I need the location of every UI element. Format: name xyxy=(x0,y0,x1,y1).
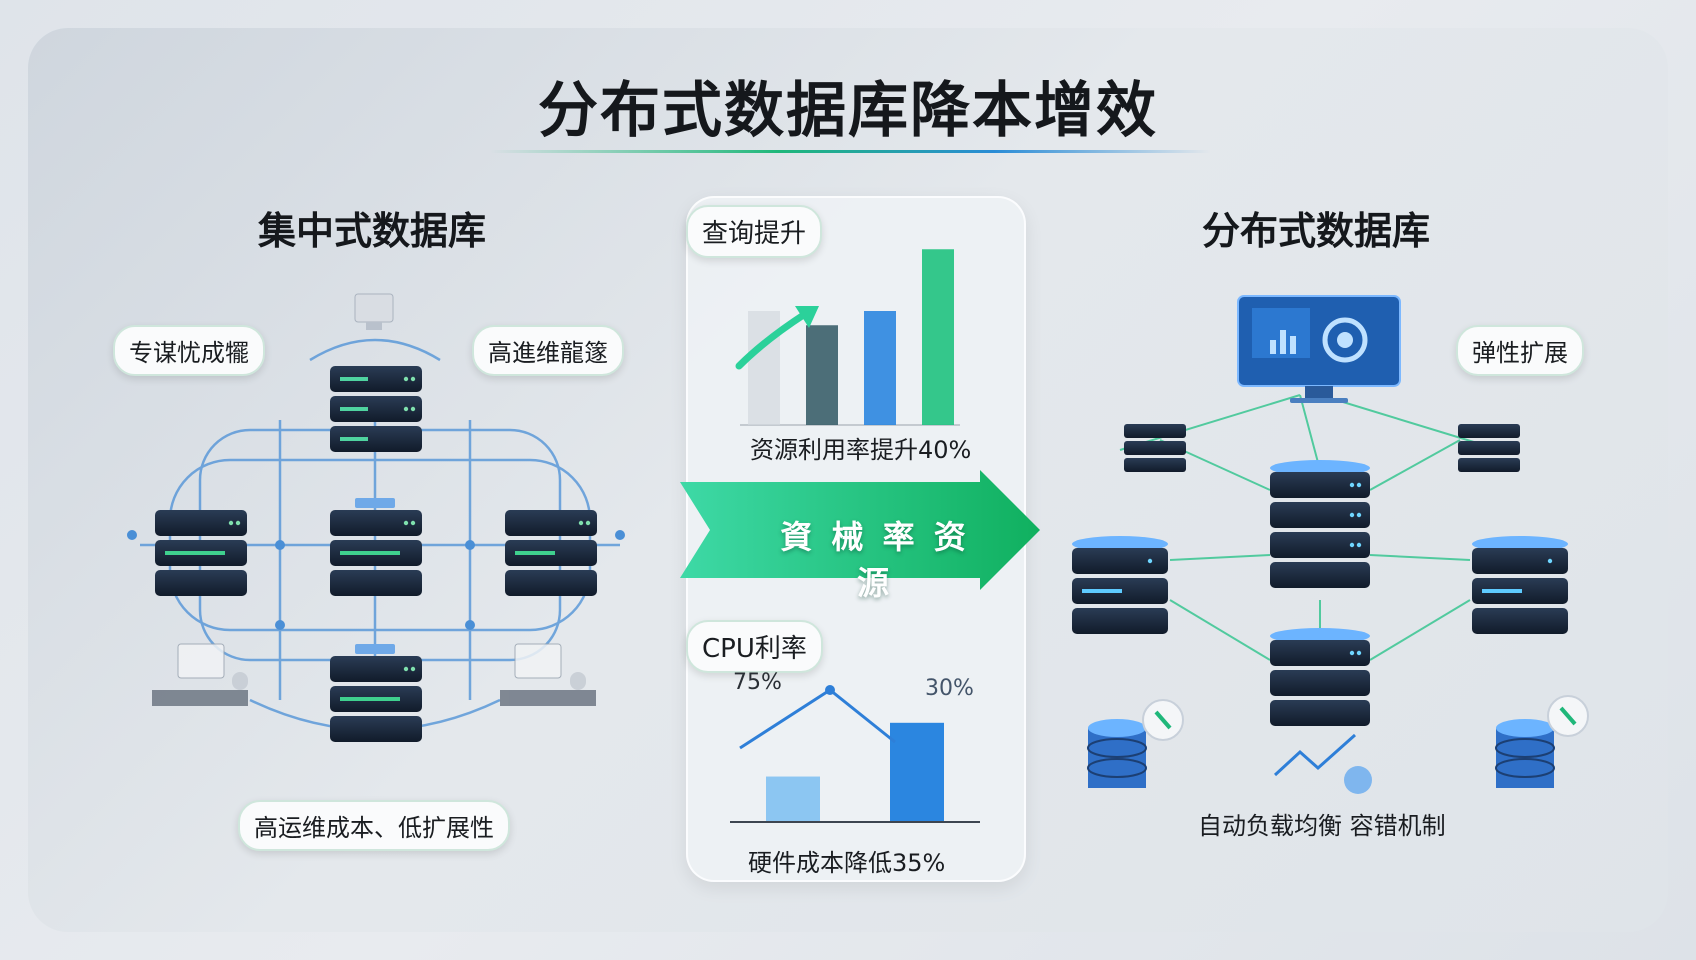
left-bubble-1: 专谋忧成犤 xyxy=(113,325,265,376)
centralized-heading: 集中式数据库 xyxy=(258,209,487,253)
query-bar-4 xyxy=(922,249,954,425)
cpu-value-1: 75% xyxy=(733,670,782,695)
left-caption: 高运维成本、低扩展性 xyxy=(238,800,510,851)
cpu-bar-chart xyxy=(730,685,980,823)
right-server-small-left xyxy=(1124,424,1186,472)
left-server-top xyxy=(330,366,422,452)
hardware-caption: 硬件成本降低35% xyxy=(748,849,946,877)
left-server-right xyxy=(505,510,597,596)
right-server-small-right xyxy=(1458,424,1520,472)
big-green-arrow xyxy=(680,470,1040,590)
elastic-scaling-bubble: 弹性扩展 xyxy=(1456,325,1584,376)
right-server-right xyxy=(1472,536,1568,634)
distributed-heading: 分布式数据库 xyxy=(1202,209,1431,253)
query-bar-1 xyxy=(748,311,780,425)
right-workstation-icon xyxy=(500,643,596,706)
left-bubble-2: 高進维龍篴 xyxy=(472,325,624,376)
cpu-bar-2 xyxy=(890,722,944,822)
trend-arrow-icon xyxy=(735,306,819,370)
query-bubble: 查询提升 xyxy=(686,205,823,258)
title-underline xyxy=(490,150,1210,153)
cpu-bar-1 xyxy=(766,776,820,822)
right-server-left xyxy=(1072,536,1168,634)
database-icon-right xyxy=(1495,695,1589,788)
right-server-center xyxy=(1270,460,1370,588)
left-server-bottom xyxy=(330,644,422,742)
cpu-value-2: 30% xyxy=(925,676,974,701)
query-bar-chart xyxy=(740,249,960,426)
query-bar-3 xyxy=(864,311,896,425)
top-terminal-icon xyxy=(354,293,394,330)
right-server-bottom xyxy=(1270,628,1370,726)
right-caption: 自动负载均衡 容错机制 xyxy=(1198,812,1446,840)
utilization-caption: 资源利用率提升40% xyxy=(750,436,972,464)
database-icon-left xyxy=(1087,699,1184,788)
left-workstation-icon xyxy=(152,643,248,706)
right-connection-lines xyxy=(1119,394,1501,661)
left-server-left xyxy=(155,510,247,596)
analytics-trend-icon xyxy=(1273,733,1372,794)
query-bar-2 xyxy=(806,325,838,425)
monitoring-dashboard-icon xyxy=(1237,295,1401,403)
arrow-label: 資 械 率 资 源 xyxy=(780,518,970,602)
cpu-bubble: CPU利率 xyxy=(686,620,823,673)
page-title: 分布式数据库降本增效 xyxy=(538,76,1158,146)
left-server-center xyxy=(330,498,422,596)
